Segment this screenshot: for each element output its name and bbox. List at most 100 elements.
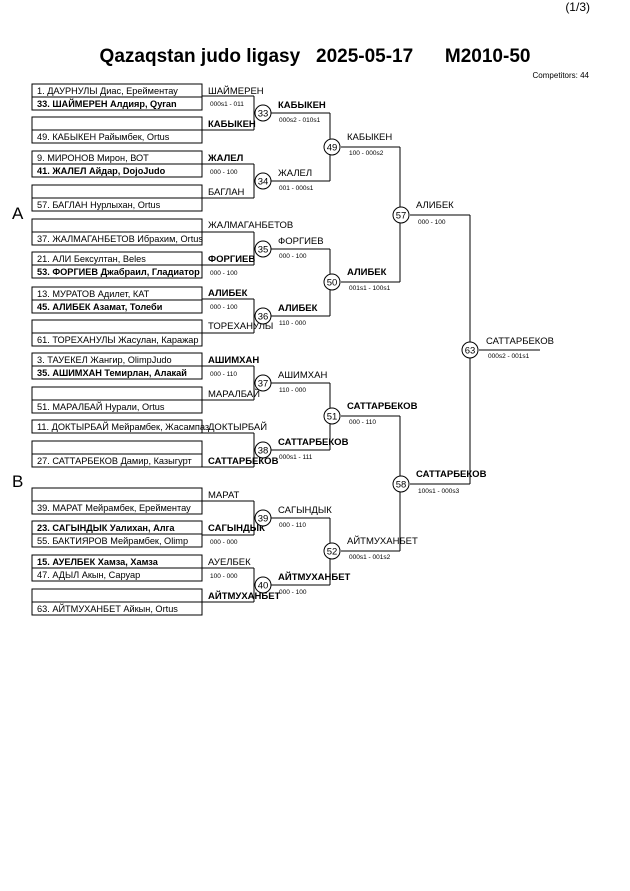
competitor-entry: 63. АЙТМУХАНБЕТ Айкын, Ortus bbox=[37, 603, 178, 614]
competitor-entry: 13. МУРАТОВ Адилет, КАТ bbox=[37, 289, 150, 299]
page-title: Qazaqstan judo ligasy 2025-05-17 M2010-5… bbox=[0, 46, 630, 68]
round1-score: 000 - 100 bbox=[210, 270, 238, 277]
competitor-entry: 9. МИРОНОВ Мирон, ВОТ bbox=[37, 153, 149, 163]
round1-score: 000 - 100 bbox=[210, 169, 238, 176]
competitor-entry: 3. ТАУЕКЕЛ Жангир, OlimpJudo bbox=[37, 355, 172, 365]
round1-name: ЖАЛЕЛ bbox=[207, 153, 244, 164]
match-winner: АЙТМУХАНБЕТ bbox=[278, 571, 351, 583]
entry-box bbox=[31, 319, 203, 334]
match-number: 33 bbox=[258, 109, 269, 120]
competitor-entry: 27. САТТАРБЕКОВ Дамир, Казыгурт bbox=[37, 456, 192, 466]
competitor-entry: 1. ДАУРНУЛЫ Диас, Ерейментау bbox=[37, 86, 178, 96]
match-number: 57 bbox=[396, 211, 407, 222]
round1-score: 100 - 000 bbox=[210, 573, 238, 580]
round1-name: САГЫНДЫК bbox=[208, 523, 265, 534]
match-score: 000 - 100 bbox=[279, 589, 307, 596]
competitor-entry: 53. ФОРГИЕВ Джабраил, Гладиатор bbox=[37, 267, 200, 277]
match-score: 110 - 000 bbox=[279, 387, 306, 394]
round1-name: ДОКТЫРБАЙ bbox=[208, 421, 267, 433]
match-number: 51 bbox=[327, 412, 338, 423]
match-winner: АЛИБЕК bbox=[278, 303, 318, 314]
competitor-entry: 33. ШАЙМЕРЕН Алдияр, Qyran bbox=[37, 98, 177, 109]
match-score: 000s2 - 010s1 bbox=[279, 117, 321, 124]
competitor-entry: 37. ЖАЛМАГАНБЕТОВ Ибрахим, Ortus bbox=[37, 234, 203, 244]
match-winner: АЛИБЕК bbox=[416, 200, 454, 211]
match-circle bbox=[392, 475, 410, 493]
page-number: (1/3) bbox=[565, 0, 590, 14]
section-label-a: A bbox=[12, 204, 24, 223]
round1-name: МАРАЛБАЙ bbox=[208, 388, 260, 400]
competitor-entry: 21. АЛИ Бексултан, Beles bbox=[37, 254, 146, 264]
entry-box bbox=[31, 218, 203, 233]
match-score: 000 - 100 bbox=[279, 253, 307, 260]
match-circle bbox=[254, 240, 272, 258]
entry-box bbox=[31, 231, 203, 246]
match-number: 58 bbox=[396, 480, 407, 491]
match-score: 001 - 000s1 bbox=[279, 185, 314, 192]
match-winner: КАБЫКЕН bbox=[347, 132, 392, 143]
competitor-entry: 45. АЛИБЕК Азамат, Толеби bbox=[37, 302, 163, 312]
round1-score: 000 - 100 bbox=[210, 304, 238, 311]
entry-box bbox=[31, 197, 203, 212]
match-number: 63 bbox=[465, 346, 476, 357]
match-score: 100s1 - 000s3 bbox=[418, 488, 460, 495]
match-score: 100 - 000s2 bbox=[349, 150, 384, 157]
round1-name: САТТАРБЕКОВ bbox=[208, 456, 279, 467]
round1-score: 000 - 000 bbox=[210, 539, 238, 546]
weight-category: M2010-50 bbox=[444, 46, 531, 67]
entry-box bbox=[31, 453, 203, 468]
entry-box bbox=[31, 184, 203, 199]
league-name: Qazaqstan judo ligasy bbox=[99, 46, 301, 67]
round1-name: БАГЛАН bbox=[208, 187, 245, 198]
match-winner: АЛИБЕК bbox=[347, 267, 387, 278]
match-circle bbox=[323, 407, 341, 425]
round1-name: ШАЙМЕРЕН bbox=[208, 85, 264, 97]
round1-name: КАБЫКЕН bbox=[208, 119, 256, 130]
entry-box bbox=[31, 386, 203, 401]
entry-box bbox=[31, 487, 203, 502]
round1-score: 000 - 110 bbox=[210, 371, 237, 378]
match-score: 000 - 110 bbox=[279, 522, 306, 529]
competitor-entry: 49. КАБЫКЕН Райымбек, Ortus bbox=[37, 132, 170, 142]
section-label-b: B bbox=[12, 472, 24, 491]
match-score: 000 - 110 bbox=[349, 419, 376, 426]
match-winner: АШИМХАН bbox=[278, 370, 327, 381]
match-number: 38 bbox=[258, 446, 269, 457]
match-score: 000s1 - 111 bbox=[279, 454, 313, 461]
match-number: 40 bbox=[258, 581, 269, 592]
match-circle bbox=[254, 172, 272, 190]
match-circle bbox=[254, 104, 272, 122]
round1-name: АУЕЛБЕК bbox=[208, 557, 251, 568]
competitor-entry: 35. АШИМХАН Темирлан, Алакай bbox=[37, 368, 187, 378]
entry-box bbox=[31, 116, 203, 131]
match-circle bbox=[254, 374, 272, 392]
entry-box bbox=[31, 500, 203, 515]
match-circle bbox=[254, 307, 272, 325]
match-circle bbox=[323, 138, 341, 156]
match-score: 000s2 - 001s1 bbox=[488, 353, 530, 360]
match-circle bbox=[461, 341, 479, 359]
match-winner: САТТАРБЕКОВ bbox=[347, 401, 418, 412]
competitor-entry: 61. ТОРЕХАНУЛЫ Жасулан, Каражар bbox=[37, 335, 198, 345]
round1-name: АЙТМУХАНБЕТ bbox=[208, 590, 281, 602]
round1-name: ФОРГИЕВ bbox=[208, 254, 255, 265]
match-winner: САТТАРБЕКОВ bbox=[486, 336, 554, 347]
competitor-entry: 41. ЖАЛЕЛ Айдар, DojoJudo bbox=[37, 166, 166, 176]
round1-name: АЛИБЕК bbox=[208, 288, 248, 299]
match-number: 37 bbox=[258, 379, 269, 390]
competitor-entry: 51. МАРАЛБАЙ Нурали, Ortus bbox=[37, 401, 165, 412]
entry-box bbox=[31, 129, 203, 144]
competitor-entry: 15. АУЕЛБЕК Хамза, Хамза bbox=[37, 557, 159, 567]
match-winner: САТТАРБЕКОВ bbox=[416, 469, 487, 480]
match-number: 36 bbox=[258, 312, 269, 323]
entry-box bbox=[31, 399, 203, 414]
match-number: 39 bbox=[258, 514, 269, 525]
competitor-entry: 47. АДЫЛ Акын, Саруар bbox=[37, 570, 140, 580]
match-winner: ЖАЛЕЛ bbox=[278, 168, 312, 179]
match-circle bbox=[254, 441, 272, 459]
event-date: 2025-05-17 bbox=[316, 46, 414, 67]
round1-name: ЖАЛМАГАНБЕТОВ bbox=[208, 220, 293, 231]
competitor-entry: 39. МАРАТ Мейрамбек, Ерейментау bbox=[37, 503, 191, 513]
competitors-count: Competitors: 44 bbox=[532, 71, 589, 80]
